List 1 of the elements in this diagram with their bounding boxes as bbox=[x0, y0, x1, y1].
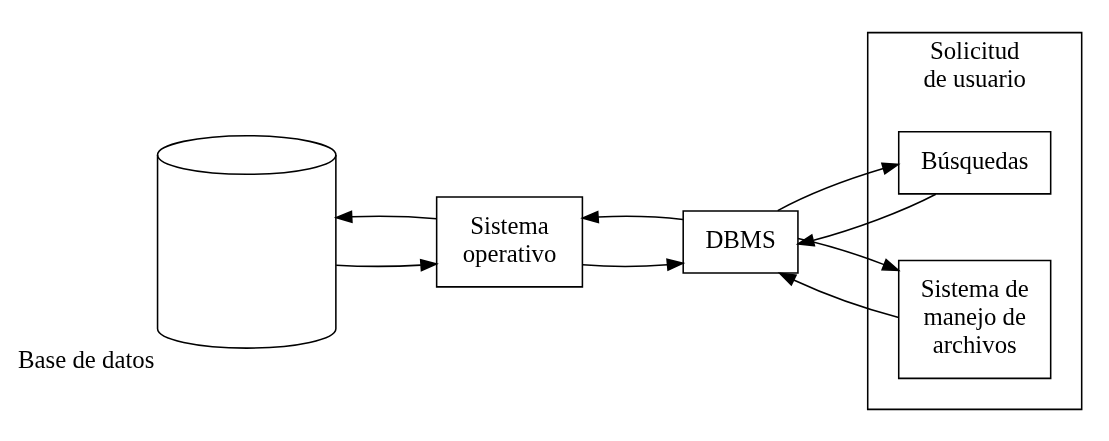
node-label: Base de datos bbox=[18, 345, 155, 373]
